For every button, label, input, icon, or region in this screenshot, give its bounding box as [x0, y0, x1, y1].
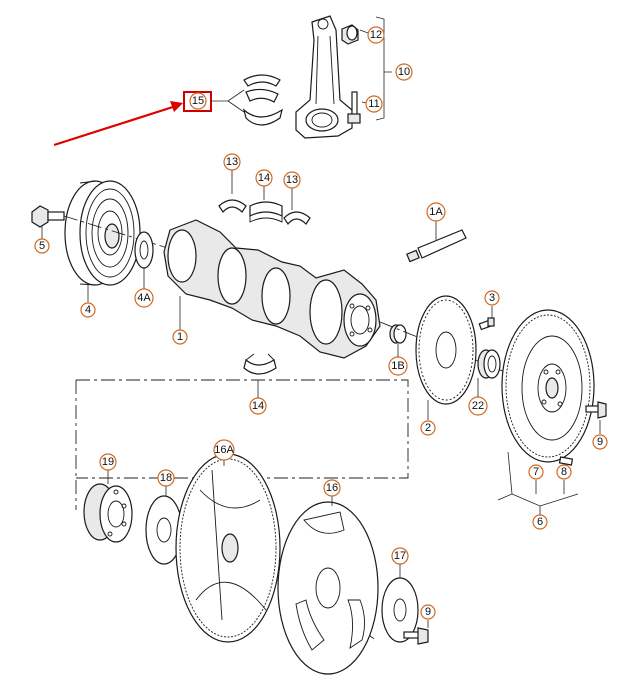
flywheel-bolt	[585, 401, 607, 434]
small-end-bushing	[341, 24, 359, 45]
callout-10: 10	[395, 63, 413, 81]
svg-text:12: 12	[370, 29, 382, 41]
svg-text:16: 16	[326, 482, 338, 494]
svg-text:4A: 4A	[137, 292, 151, 304]
callout-5: 5	[34, 238, 50, 254]
main-bearing-shell-lower	[243, 353, 277, 375]
bolt-washer-plate	[381, 564, 419, 643]
thrust-washer-right	[283, 211, 311, 226]
callout-16A: 16A	[213, 439, 235, 461]
svg-text:1: 1	[177, 331, 183, 343]
main-bearing-shell	[249, 201, 283, 223]
callout-18: 18	[157, 469, 175, 487]
intermediate-plate	[415, 295, 477, 420]
svg-text:13: 13	[286, 174, 298, 186]
svg-text:9: 9	[425, 606, 431, 618]
svg-text:4: 4	[85, 304, 91, 316]
svg-text:2: 2	[425, 422, 431, 434]
flex-plate	[277, 496, 379, 675]
callout-14-upper: 14	[255, 169, 273, 187]
svg-text:22: 22	[472, 400, 484, 412]
rod-bolt	[347, 91, 361, 124]
flywheel	[501, 309, 595, 463]
callout-16: 16	[323, 479, 341, 497]
svg-text:1A: 1A	[429, 206, 443, 218]
bearing-shell-lower	[242, 108, 283, 126]
callout-19: 19	[99, 453, 117, 471]
svg-text:5: 5	[39, 240, 45, 252]
vibration-damper-pulley	[64, 180, 141, 286]
callout-13-left: 13	[223, 153, 241, 171]
drive-plate-hub	[83, 470, 133, 543]
callout-7: 7	[528, 464, 544, 480]
callout-9-lower: 9	[420, 604, 436, 620]
svg-text:13: 13	[226, 156, 238, 168]
highlight-arrow	[53, 101, 183, 147]
pulley-bolt	[31, 205, 65, 240]
crank-sprocket-washer	[134, 231, 154, 269]
crankshaft	[163, 219, 381, 359]
svg-text:8: 8	[561, 466, 567, 478]
callout-12: 12	[367, 26, 385, 44]
callout-14-lower: 14	[249, 397, 267, 415]
svg-text:17: 17	[394, 550, 406, 562]
svg-text:18: 18	[160, 472, 172, 484]
plate-bolt	[478, 306, 495, 331]
callout-15-highlighted: 15	[183, 91, 212, 112]
bearing-shell-upper	[243, 74, 281, 103]
callout-4A: 4A	[134, 288, 154, 308]
svg-text:11: 11	[368, 98, 379, 110]
svg-text:14: 14	[258, 172, 270, 184]
callout-11: 11	[365, 95, 383, 113]
callout-2: 2	[420, 420, 436, 436]
callout-8: 8	[556, 464, 572, 480]
callout-17: 17	[391, 547, 409, 565]
callout-3: 3	[484, 290, 500, 306]
svg-text:10: 10	[398, 66, 410, 78]
callout-4: 4	[80, 302, 96, 318]
callout-1: 1	[172, 329, 188, 345]
thrust-washer-left	[218, 199, 247, 213]
svg-text:3: 3	[489, 292, 495, 304]
svg-text:6: 6	[537, 516, 543, 528]
svg-text:1B: 1B	[391, 360, 404, 372]
svg-text:7: 7	[533, 466, 539, 478]
callout-1A: 1A	[426, 202, 446, 222]
callout-6: 6	[532, 514, 548, 530]
drive-plate-bolt	[403, 620, 429, 645]
sealant-tube	[406, 220, 467, 263]
callout-22: 22	[468, 396, 488, 416]
connecting-rod	[295, 15, 353, 139]
callout-9-upper: 9	[592, 434, 608, 450]
drive-plate-ring-gear	[175, 453, 281, 643]
callout-13-right: 13	[283, 171, 301, 189]
svg-text:9: 9	[597, 436, 603, 448]
callout-1B: 1B	[388, 356, 408, 376]
needle-roller-bearing	[477, 349, 501, 398]
svg-text:14: 14	[252, 400, 264, 412]
svg-text:16A: 16A	[214, 444, 234, 456]
pilot-bearing	[389, 324, 407, 358]
dowel-pin	[558, 456, 574, 466]
svg-text:19: 19	[102, 456, 114, 468]
svg-text:15: 15	[192, 95, 204, 107]
